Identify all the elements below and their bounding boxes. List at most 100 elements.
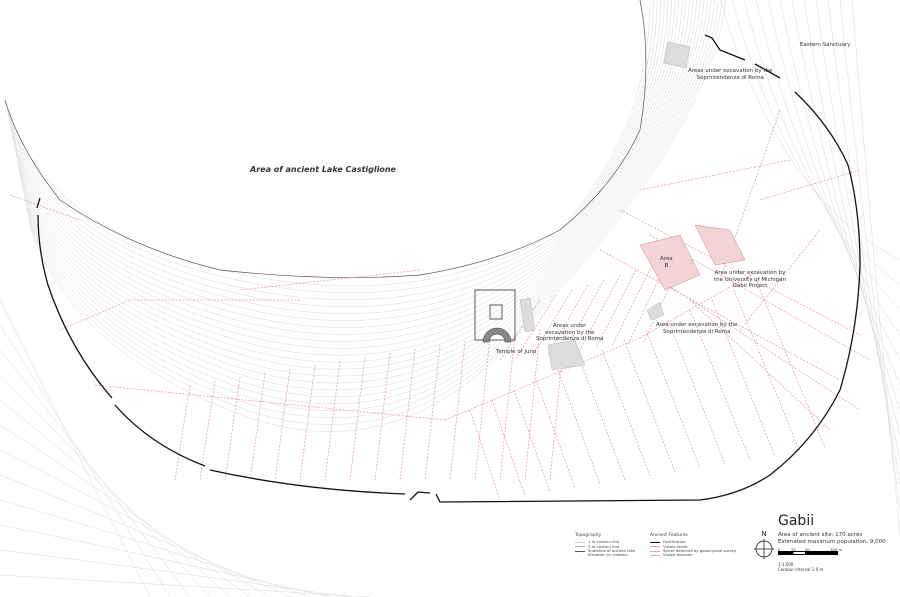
street-line	[299, 364, 316, 481]
street-line	[474, 336, 491, 481]
contour-line	[15, 0, 683, 349]
street-line	[491, 399, 526, 497]
street-line	[689, 299, 831, 431]
street-line	[424, 344, 441, 481]
street-line	[515, 294, 557, 359]
fortification-wall	[209, 469, 406, 495]
contour-line	[0, 574, 371, 597]
contour-line	[10, 0, 669, 321]
street-line	[579, 359, 626, 481]
street-line	[499, 299, 541, 361]
street-line	[174, 384, 191, 481]
street-line	[374, 352, 391, 481]
street-line	[59, 299, 131, 331]
fortification-wall	[114, 404, 206, 467]
street-line	[199, 380, 216, 481]
street-line	[513, 389, 551, 493]
temple-of-juno-plan	[474, 289, 516, 341]
contour-line	[21, 0, 701, 384]
fortification-wall	[36, 197, 41, 209]
street-line	[449, 340, 466, 481]
street-line	[611, 264, 653, 347]
street-line	[733, 289, 801, 453]
contour-line	[827, 0, 900, 486]
street-line	[623, 339, 676, 473]
lake-label: Area of ancient Lake Castiglione	[250, 165, 396, 174]
area-b-label: Area B	[660, 256, 673, 269]
soprintendenza-north-label: Areas under excavation by the Soprintend…	[688, 68, 773, 81]
contour-line	[26, 0, 715, 412]
contour-line	[13, 0, 676, 335]
contour-line	[803, 0, 900, 436]
street-line	[659, 279, 861, 411]
north-arrow: N	[753, 530, 775, 562]
street-line	[535, 379, 576, 489]
contour-line	[0, 524, 331, 597]
street-line	[224, 376, 241, 481]
contour-line	[27, 0, 719, 419]
fortification-wall	[409, 491, 431, 501]
street-line	[531, 289, 573, 357]
street-line	[239, 269, 421, 291]
compass-icon	[754, 539, 774, 559]
fortification-wall	[435, 91, 861, 503]
contour-line	[25, 0, 712, 405]
contour-line	[791, 0, 900, 411]
contour-line	[0, 324, 171, 597]
street-line	[274, 368, 291, 481]
legend-ancient-features: Ancient Features Fortification Visible s…	[650, 533, 737, 558]
area-b	[639, 234, 701, 291]
temple-cella	[489, 304, 503, 320]
contour-line	[22, 0, 705, 391]
contour-line	[0, 499, 311, 597]
street-line	[639, 269, 761, 339]
michigan-excavation	[694, 224, 746, 266]
contour-line	[4, 0, 651, 287]
street-line	[645, 329, 701, 469]
street-line	[619, 209, 861, 336]
contour-line	[719, 0, 900, 261]
street-line	[499, 332, 516, 481]
street-line	[557, 369, 601, 485]
street-line	[399, 348, 416, 481]
street-line	[469, 409, 501, 501]
street-line	[689, 309, 751, 461]
contour-line	[851, 0, 900, 536]
contour-line	[731, 0, 900, 286]
temple-theatre	[482, 327, 512, 343]
contour-line	[779, 0, 900, 386]
street-line	[444, 337, 641, 421]
contour-line	[6, 0, 654, 294]
street-line	[595, 269, 637, 349]
street-line	[667, 319, 726, 465]
contour-line	[839, 0, 900, 511]
street-line	[547, 284, 589, 355]
contour-line	[0, 424, 251, 597]
excavation-area	[646, 301, 665, 321]
contour-line	[0, 399, 231, 597]
contour-line	[24, 0, 708, 398]
contour-line	[12, 0, 672, 328]
street-line	[755, 279, 826, 449]
michigan-area-label: Area under excavation by the University …	[714, 270, 786, 289]
excavation-area	[663, 41, 691, 69]
excavation-area	[519, 297, 536, 333]
temple-of-juno-label: Temple of Juno	[496, 349, 537, 355]
scale-bar: 0 25 50 100 m	[778, 546, 886, 560]
eastern-sanctuary-label: Eastern Sanctuary	[800, 42, 851, 48]
fortification-wall	[754, 63, 781, 79]
contour-line	[7, 0, 658, 301]
map-info: Area of ancient site: 170 acres Estimate…	[778, 532, 886, 572]
contour-line	[767, 0, 900, 361]
contour-line	[0, 349, 191, 597]
contour-line	[9, 0, 665, 314]
street-line	[601, 349, 651, 477]
street-line	[249, 372, 266, 481]
contour-line	[18, 0, 690, 363]
map-title: Gabii	[778, 513, 815, 529]
contour-line	[743, 0, 900, 311]
contour-line	[815, 0, 900, 461]
street-line	[579, 274, 621, 351]
